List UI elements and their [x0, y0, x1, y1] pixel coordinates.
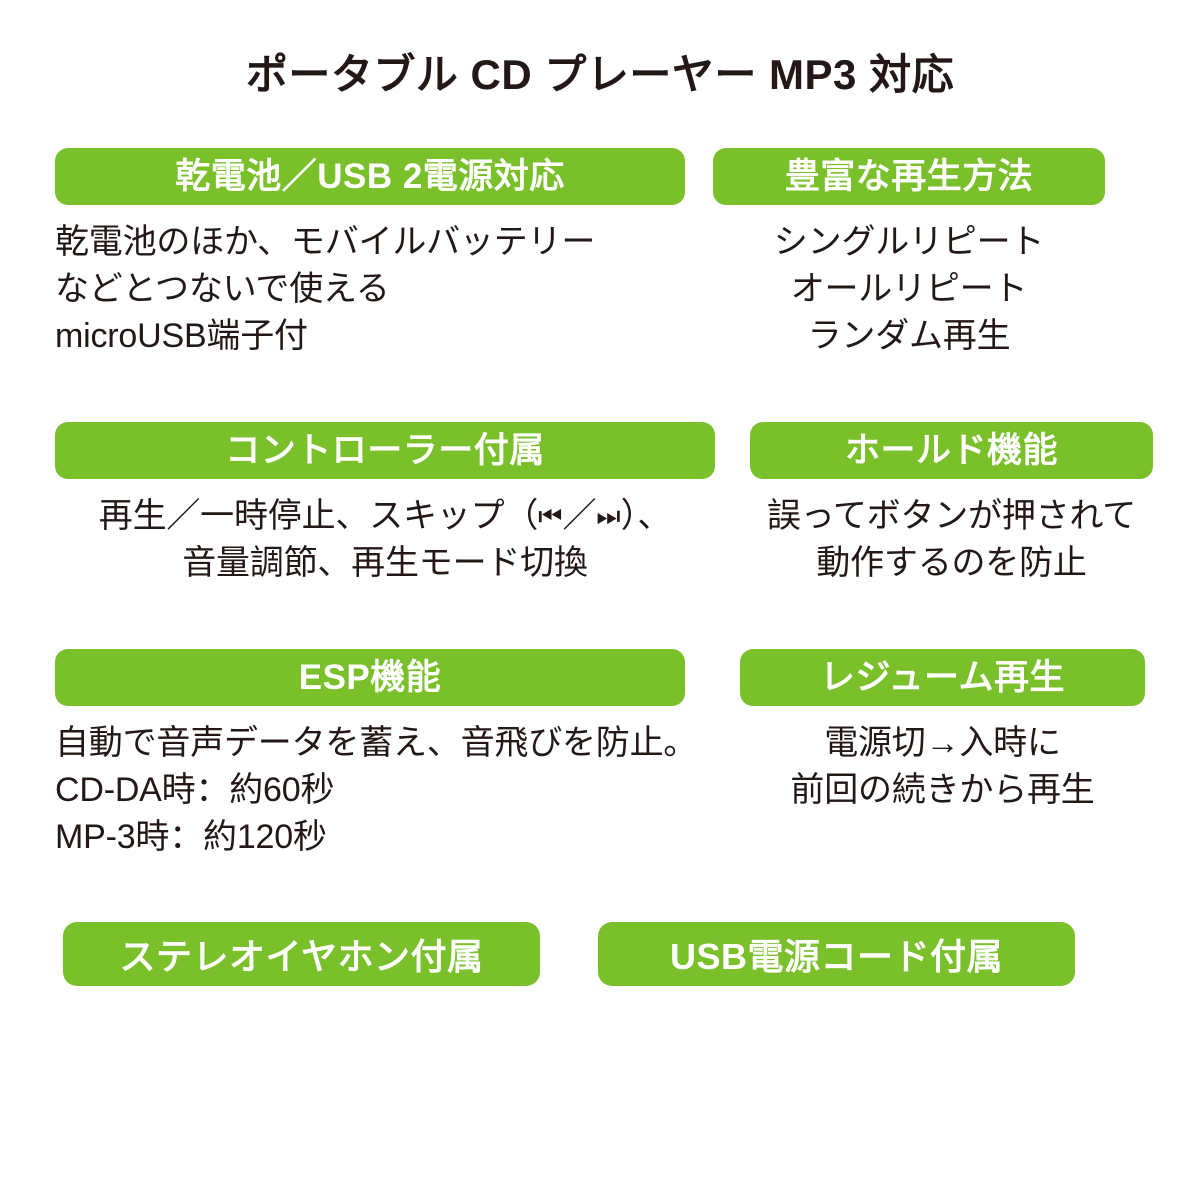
feature-body-hold: 誤ってボタンが押されて 動作するのを防止 — [750, 493, 1153, 587]
feature-heading-esp: ESP機能 — [55, 649, 685, 706]
feature-heading-resume: レジューム再生 — [740, 649, 1145, 706]
feature-body-controller: 再生／一時停止、スキップ（⏮／⏭）、 音量調節、再生モード切換 — [55, 493, 715, 587]
feature-heading-hold: ホールド機能 — [750, 422, 1153, 479]
badge-stereo-earphone: ステレオイヤホン付属 — [63, 922, 540, 986]
feature-body-line: 前回の続きから再生 — [790, 770, 1095, 809]
feature-body-line: 乾電池のほか、モバイルバッテリー — [55, 223, 596, 261]
badge-usb-power-cord: USB電源コード付属 — [598, 922, 1075, 986]
feature-body-line: 誤ってボタンが押されて — [766, 497, 1137, 535]
feature-body-esp: 自動で音声データを蓄え、音飛びを防止。 CD-DA時：約60秒 MP-3時：約1… — [55, 720, 698, 861]
feature-heading-playback-modes: 豊富な再生方法 — [713, 148, 1105, 205]
feature-body-line: CD-DA時：約60秒 — [55, 770, 335, 809]
feature-body-line: 再生／一時停止、スキップ（⏮／⏭）、 — [55, 493, 715, 540]
feature-body-line: ランダム再生 — [807, 316, 1011, 355]
feature-block-esp: ESP機能 自動で音声データを蓄え、音飛びを防止。 CD-DA時：約60秒 MP… — [55, 649, 698, 861]
page-title: ポータブル CD プレーヤー MP3 対応 — [245, 51, 955, 98]
feature-row-3: ESP機能 自動で音声データを蓄え、音飛びを防止。 CD-DA時：約60秒 MP… — [0, 649, 1200, 879]
feature-body-resume: 電源切→入時に 前回の続きから再生 — [740, 720, 1145, 814]
feature-grid: 乾電池／USB 2電源対応 乾電池のほか、モバイルバッテリー などとつないで使え… — [0, 148, 1200, 879]
feature-body-line: microUSB端子付 — [55, 316, 308, 355]
feature-body-line: MP-3時：約120秒 — [55, 817, 327, 856]
feature-body-line: 電源切→入時に — [824, 724, 1061, 762]
feature-body-playback-modes: シングルリピート オールリピート ランダム再生 — [713, 219, 1105, 360]
feature-body-line: 自動で音声データを蓄え、音飛びを防止。 — [55, 724, 698, 762]
feature-body-line: などとつないで使える — [55, 269, 390, 308]
feature-block-resume: レジューム再生 電源切→入時に 前回の続きから再生 — [740, 649, 1145, 814]
feature-body-dual-power: 乾電池のほか、モバイルバッテリー などとつないで使える microUSB端子付 — [55, 219, 685, 360]
controller-line-separator: ／ — [562, 497, 597, 535]
feature-row-1: 乾電池／USB 2電源対応 乾電池のほか、モバイルバッテリー などとつないで使え… — [0, 148, 1200, 422]
feature-block-playback-modes: 豊富な再生方法 シングルリピート オールリピート ランダム再生 — [713, 148, 1105, 360]
feature-body-line: 動作するのを防止 — [816, 543, 1087, 582]
feature-body-line: オールリピート — [790, 269, 1028, 308]
feature-body-line: 音量調節、再生モード切換 — [182, 543, 588, 582]
controller-line-text-b: ）、 — [620, 497, 672, 535]
feature-heading-controller: コントローラー付属 — [55, 422, 715, 479]
feature-block-hold: ホールド機能 誤ってボタンが押されて 動作するのを防止 — [750, 422, 1153, 587]
previous-track-icon: ⏮ — [538, 501, 563, 532]
next-track-icon: ⏭ — [596, 501, 621, 532]
feature-row-2: コントローラー付属 再生／一時停止、スキップ（⏮／⏭）、 音量調節、再生モード切… — [0, 422, 1200, 649]
bottom-badge-row: ステレオイヤホン付属 USB電源コード付属 — [0, 922, 1200, 986]
controller-line-text-a: 再生／一時停止、スキップ（ — [98, 497, 539, 535]
feature-block-controller: コントローラー付属 再生／一時停止、スキップ（⏮／⏭）、 音量調節、再生モード切… — [55, 422, 715, 587]
feature-block-dual-power: 乾電池／USB 2電源対応 乾電池のほか、モバイルバッテリー などとつないで使え… — [55, 148, 685, 360]
feature-heading-dual-power: 乾電池／USB 2電源対応 — [55, 148, 685, 205]
feature-body-line: シングルリピート — [773, 223, 1045, 261]
